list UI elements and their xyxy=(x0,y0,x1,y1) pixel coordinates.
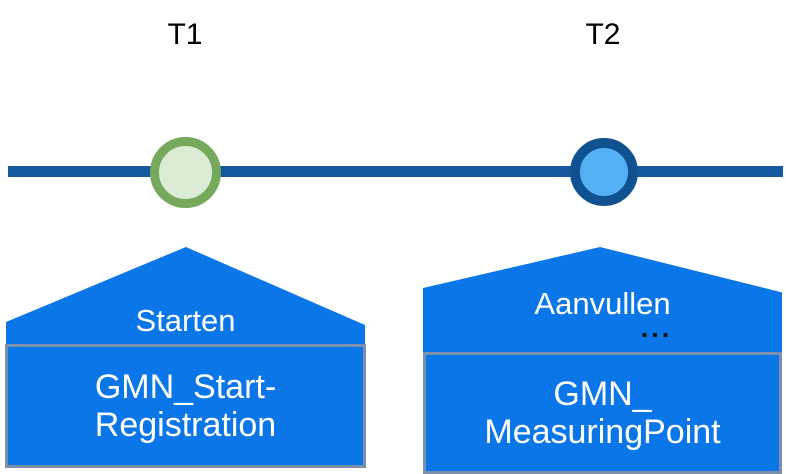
entity-line-1-right: GMN_ xyxy=(553,374,652,413)
tick-label-t2: T2 xyxy=(585,18,621,51)
tick-label-t1: T1 xyxy=(167,18,203,51)
entity-box-text-left: GMN_Start- Registration xyxy=(12,368,359,444)
ellipsis-icon: ... xyxy=(640,313,673,343)
entity-box-text-right: GMN_ MeasuringPoint xyxy=(430,375,775,451)
entity-line-2-left: Registration xyxy=(94,406,277,444)
entity-line-1-left: GMN_Start- xyxy=(94,367,277,406)
timeline-node-t2[interactable] xyxy=(570,138,638,206)
timeline-node-t1[interactable] xyxy=(150,137,221,208)
timeline-axis xyxy=(8,166,783,177)
entity-line-2-right: MeasuringPoint xyxy=(484,413,721,451)
event-action-label-starten: Starten xyxy=(135,303,236,338)
entity-box-gmn-start-registration[interactable]: GMN_Start- Registration xyxy=(5,344,366,468)
entity-box-gmn-measuringpoint[interactable]: GMN_ MeasuringPoint xyxy=(423,352,782,474)
event-action-label-aanvullen: Aanvullen xyxy=(534,286,671,321)
